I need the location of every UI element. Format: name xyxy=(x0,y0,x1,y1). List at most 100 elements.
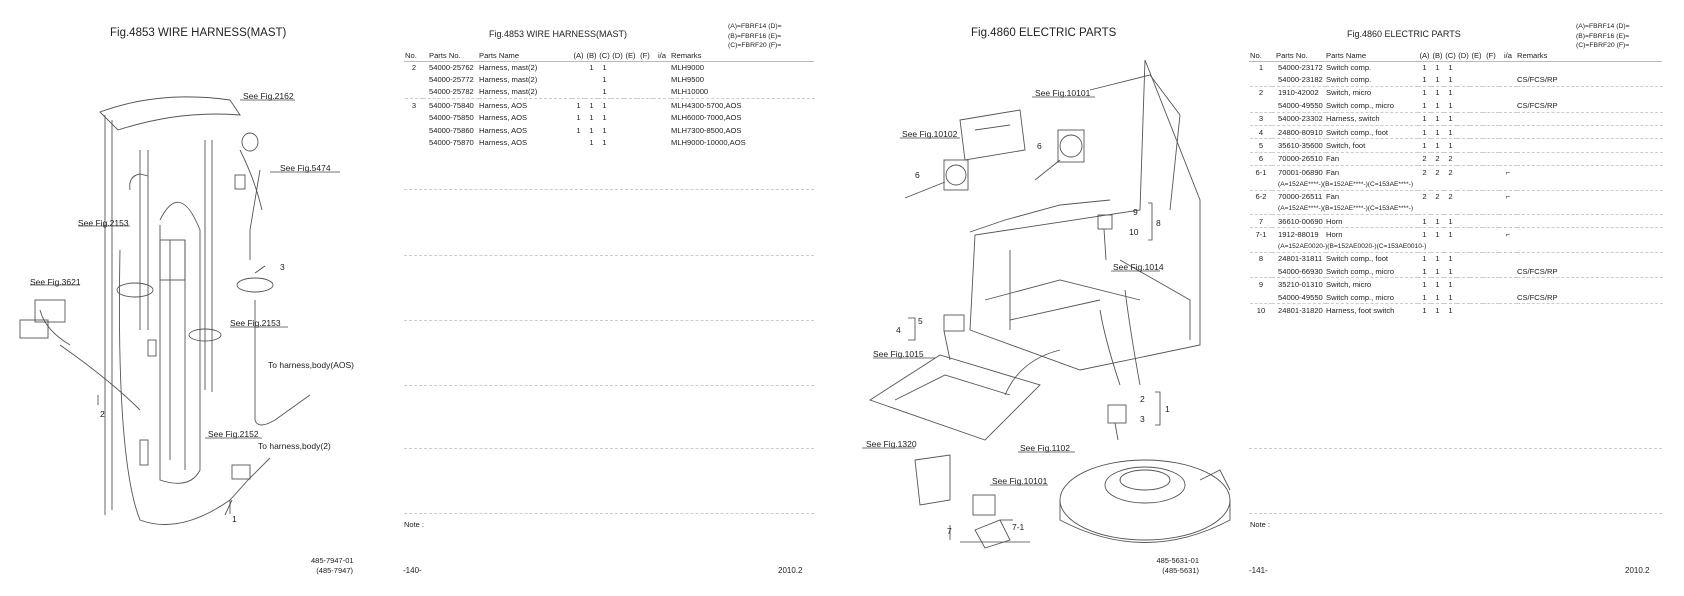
quantity-cell xyxy=(1457,265,1470,278)
left-model-key: (A)=FBRF14 (D)= (B)=FBRF16 (E)= (C)=FBRF… xyxy=(728,23,782,49)
quantity-cell xyxy=(1470,61,1483,73)
remarks: CS/FCS/RP xyxy=(1517,292,1558,302)
spacer xyxy=(1250,203,1272,215)
right-table-header: No. Parts No. Parts Name (A) (B) (C) (D)… xyxy=(1250,50,1548,60)
row-number: 3 xyxy=(1250,111,1272,126)
callout-item-5: 5 xyxy=(918,316,923,326)
quantity-cell: 2 xyxy=(1418,151,1431,166)
quantity-cell: 1 xyxy=(1418,303,1431,317)
quantity-cell xyxy=(1499,85,1517,100)
right-model-key: (A)=FBRF14 (D)= (B)=FBRF16 (E)= (C)=FBRF… xyxy=(1576,23,1630,49)
remarks xyxy=(1517,85,1663,100)
row-number: 1 xyxy=(1258,62,1264,72)
remarks xyxy=(1517,189,1663,203)
right-page-number: -141- xyxy=(1249,566,1268,575)
quantity-cell xyxy=(1499,265,1517,278)
quantity-cell: 1 xyxy=(1435,292,1440,302)
quantity-cell: ⌐ xyxy=(1499,189,1517,203)
quantity-cell: 1 xyxy=(1435,62,1440,72)
quantity-cell xyxy=(1457,277,1470,291)
quantity-cell: 1 xyxy=(589,62,594,72)
part-number: 35210-01310 xyxy=(1272,277,1326,291)
callout-see-fig-5474: See Fig.5474 xyxy=(280,163,331,173)
quantity-cell: 1 xyxy=(1431,303,1444,317)
quantity-cell: 1 xyxy=(1418,277,1431,291)
divider xyxy=(404,189,814,190)
quantity-cell xyxy=(1499,73,1517,86)
callout-item-3: 3 xyxy=(280,262,285,272)
serial-range: (A=152AE0020-)(B=152AE0020-)(C=153AE0010… xyxy=(1278,242,1427,250)
part-name: Harness, switch xyxy=(1326,111,1418,126)
quantity-cell xyxy=(1470,277,1483,291)
serial-range-row: (A=152AE****-)(B=152AE****-)(C=153AE****… xyxy=(1250,179,1663,191)
part-number: 1910-42002 xyxy=(1272,85,1326,100)
quantity-cell xyxy=(1499,124,1517,139)
divider xyxy=(404,61,814,62)
quantity-cell: ⌐ xyxy=(1499,165,1517,179)
quantity-cell: 1 xyxy=(602,87,607,97)
part-number: 54000-75850 xyxy=(429,113,474,123)
quantity-cell xyxy=(1483,124,1499,139)
wire-harness-mast-drawing xyxy=(19,96,340,525)
quantity-cell xyxy=(1457,99,1470,112)
divider xyxy=(404,385,814,386)
quantity-cell: 1 xyxy=(572,98,585,112)
quantity-cell: 1 xyxy=(589,125,594,135)
serial-range-row: (A=152AE****-)(B=152AE****-)(C=153AE****… xyxy=(1250,203,1663,215)
quantity-cell xyxy=(1457,85,1470,100)
quantity-cell: 1 xyxy=(1418,213,1431,228)
quantity-cell: 1 xyxy=(1435,100,1440,110)
quantity-cell: 1 xyxy=(1435,266,1440,276)
callout-see-fig-1015: See Fig.1015 xyxy=(873,349,924,359)
row-number xyxy=(1250,99,1272,112)
quantity-cell xyxy=(1483,189,1499,203)
row-number: 10 xyxy=(1250,303,1272,317)
quantity-cell: 1 xyxy=(1431,138,1444,153)
quantity-cell: ⌐ xyxy=(1499,227,1517,241)
quantity-cell: 1 xyxy=(602,75,607,85)
callout-item-6-a: 6 xyxy=(915,170,920,180)
right-figure-title: Fig.4860 ELECTRIC PARTS xyxy=(971,27,1117,39)
quantity-cell xyxy=(1499,213,1517,228)
quantity-cell xyxy=(1470,303,1483,317)
part-name: Harness, mast(2) xyxy=(479,75,538,85)
remarks xyxy=(1517,227,1663,241)
quantity-cell xyxy=(624,98,637,112)
row-number xyxy=(1250,73,1272,86)
part-name: Horn xyxy=(1326,227,1418,241)
quantity-cell: 2 xyxy=(1431,151,1444,166)
quantity-cell xyxy=(1470,73,1483,86)
quantity-cell xyxy=(1483,138,1499,153)
callout-see-fig-10101-b: See Fig.10101 xyxy=(992,476,1048,486)
quantity-cell xyxy=(1483,277,1499,291)
part-number: 54000-49550 xyxy=(1278,292,1323,302)
quantity-cell: 1 xyxy=(1444,124,1457,139)
quantity-cell xyxy=(1470,151,1483,166)
remarks: MLH10000 xyxy=(671,87,709,97)
callout-item-1: 1 xyxy=(1165,404,1170,414)
quantity-cell xyxy=(1499,111,1517,126)
divider xyxy=(404,320,814,321)
remarks: MLH9500 xyxy=(671,75,704,85)
row-number: 2 xyxy=(411,62,417,72)
part-number: 54000-75840 xyxy=(423,98,479,112)
quantity-cell xyxy=(1470,99,1483,112)
quantity-cell xyxy=(637,98,653,112)
part-name: Harness, AOS xyxy=(479,125,528,135)
remarks xyxy=(1517,251,1663,266)
left-note: Note : xyxy=(404,520,425,529)
right-note: Note : xyxy=(1250,520,1271,529)
spacer xyxy=(1250,179,1272,191)
quantity-cell xyxy=(1483,151,1499,166)
quantity-cell xyxy=(1470,291,1483,304)
left-date: 2010.2 xyxy=(778,566,803,575)
